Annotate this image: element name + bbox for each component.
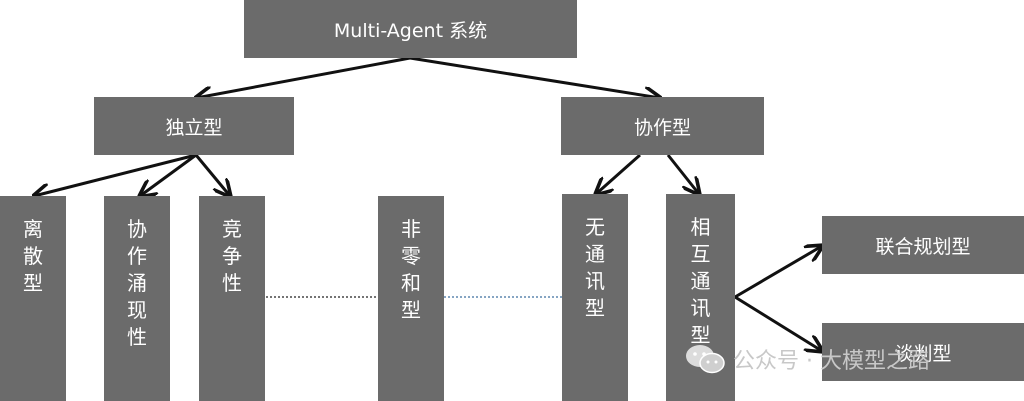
node-mutual-comm-label: 相互通讯型 — [690, 215, 711, 347]
arrow-independent-to-competitive — [194, 154, 230, 196]
watermark-text: 公众号 · 大模型之路 — [733, 349, 930, 374]
arrow-root-to-independent — [196, 56, 411, 98]
node-independent-label: 独立型 — [165, 116, 223, 139]
node-no-comm-label: 无通讯型 — [585, 215, 605, 320]
node-cooperative-label: 协作型 — [633, 116, 691, 139]
node-independent: 独立型 — [94, 97, 294, 155]
arrow-root-to-cooperative — [409, 56, 660, 98]
node-negotiation: 谈判型 — [822, 323, 1024, 381]
arrow-independent-to-emergent — [140, 153, 197, 196]
node-joint-planning: 联合规划型 — [822, 216, 1024, 274]
node-joint-planning-label: 联合规划型 — [875, 235, 971, 258]
node-root: Multi-Agent 系统 — [244, 0, 577, 58]
node-no-comm: 无通讯型 — [562, 194, 628, 401]
node-negotiation-label: 谈判型 — [894, 342, 952, 365]
node-non-zero-sum: 非零和型 — [378, 196, 444, 401]
wechat-icon — [686, 345, 725, 374]
node-competitive: 竞争性 — [199, 196, 265, 401]
node-root-label: Multi-Agent 系统 — [333, 19, 488, 42]
arrow-independent-to-discrete — [34, 153, 197, 196]
watermark: 公众号 · 大模型之路 — [683, 343, 930, 375]
arrow-mutual-to-joint-planning — [734, 246, 822, 299]
node-emergent-label: 协作涌现性 — [127, 217, 147, 349]
node-discrete: 离散型 — [0, 196, 66, 401]
node-cooperative: 协作型 — [561, 97, 764, 155]
node-emergent: 协作涌现性 — [104, 196, 170, 401]
node-competitive-label: 竞争性 — [222, 217, 242, 295]
arrow-cooperative-to-no-comm — [596, 153, 641, 194]
node-discrete-label: 离散型 — [23, 217, 43, 295]
arrow-mutual-to-negotiation — [734, 295, 822, 351]
node-non-zero-sum-label: 非零和型 — [401, 217, 421, 322]
arrow-cooperative-to-mutual-comm — [666, 154, 699, 194]
